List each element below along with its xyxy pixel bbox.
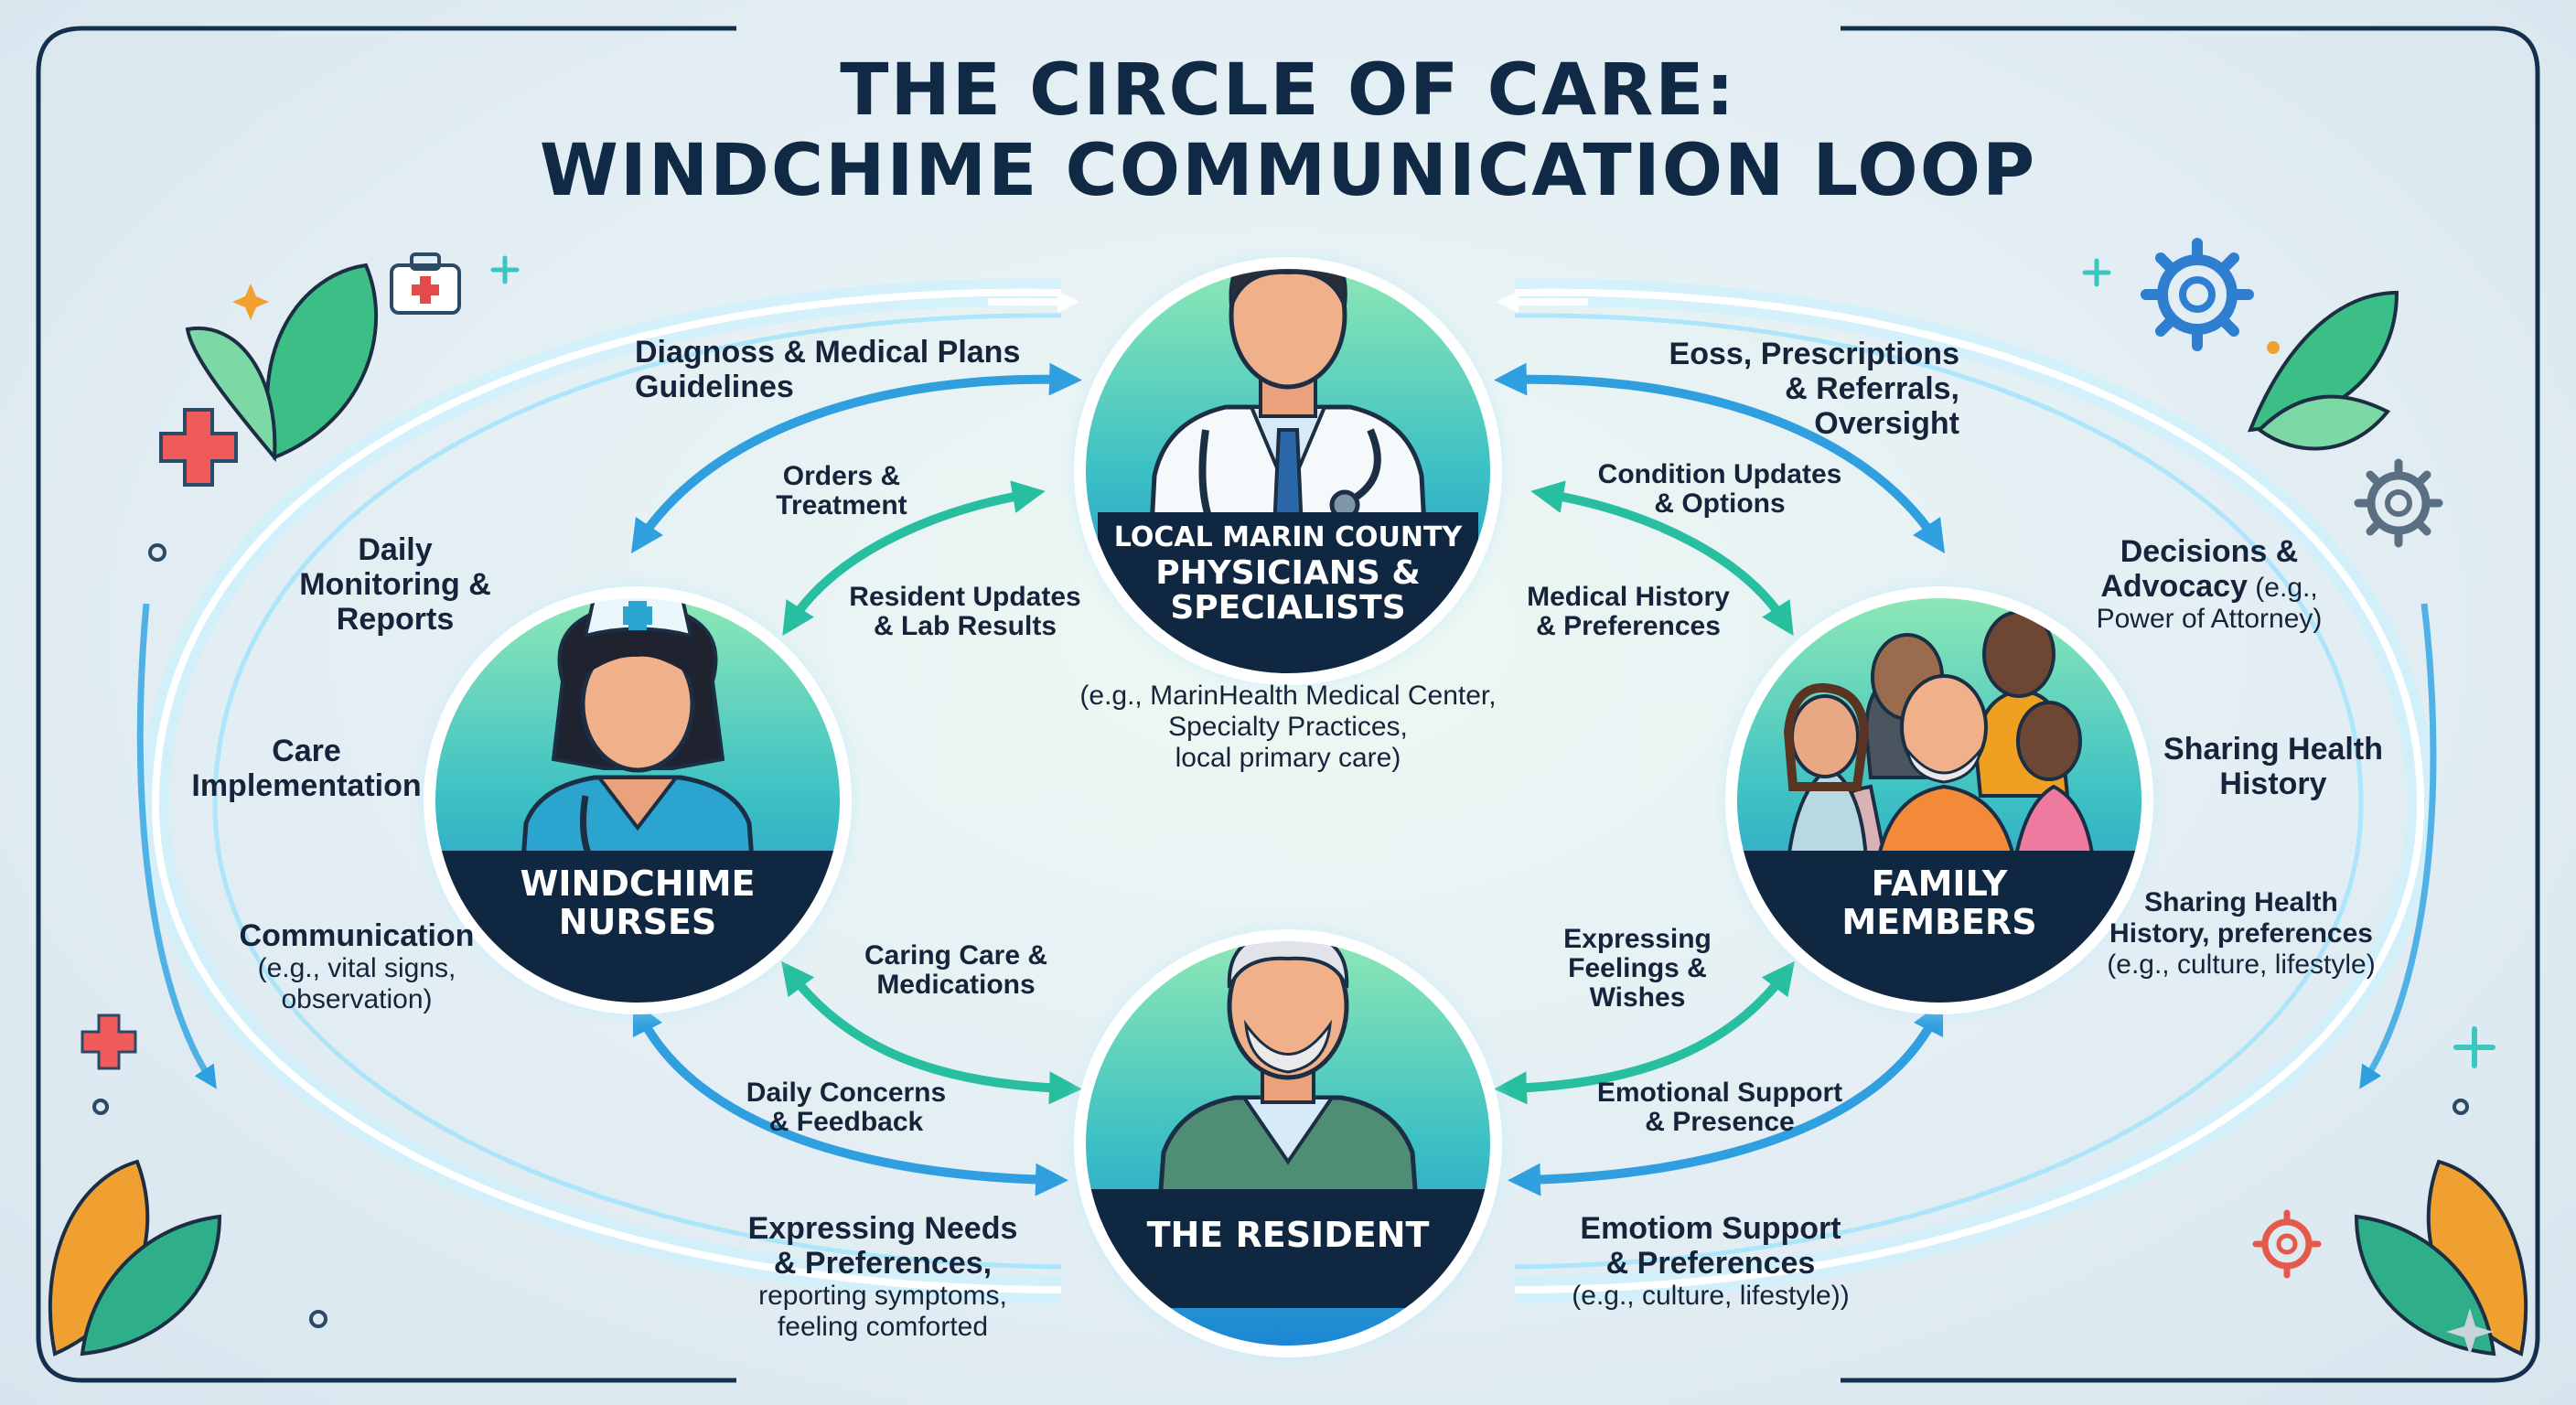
label-resident-updates-line1: Resident Updates (849, 582, 1081, 612)
label-daily-line3: Reports (336, 602, 455, 637)
label-emotiom-line1: Emotiom Support (1580, 1211, 1841, 1246)
arrow-physicians-nurses-outer (631, 362, 1082, 553)
label-eoss-line3: Oversight (1814, 406, 1959, 441)
label-decisions-line1: Decisions & (2120, 534, 2299, 569)
medical-cross-icon (159, 408, 238, 487)
label-condition-line2: & Options (1654, 488, 1786, 519)
label-needs-line4: feeling comforted (777, 1312, 989, 1342)
label-communication: Communication (239, 918, 475, 953)
label-needs-line1: Expressing Needs (747, 1211, 1018, 1246)
gear-icon (2141, 238, 2254, 351)
resident-node (1061, 917, 1515, 1370)
label-emotional-line2: & Presence (1645, 1107, 1795, 1137)
label-communication-sub-line1: (e.g., vital signs, (257, 953, 456, 983)
label-sharing-pref-line3: (e.g., culture, lifestyle) (2107, 949, 2376, 980)
label-resident-updates-line2: & Lab Results (873, 611, 1057, 641)
label-concerns-line2: & Feedback (768, 1107, 924, 1137)
nurse-illustration (433, 595, 843, 1005)
page-title-line1: THE CIRCLE OF CARE: (840, 49, 1736, 132)
resident-illustration (1089, 938, 1487, 1308)
label-diagnoss-line2: Guidelines (635, 370, 794, 404)
label-needs-line3: reporting symptoms, (758, 1281, 1007, 1311)
family-name-line1: FAMILY (1871, 863, 2008, 904)
physicians-name-line3: SPECIALISTS (1170, 589, 1406, 627)
label-concerns-line1: Daily Concerns (746, 1078, 947, 1108)
label-sharing-line1: Sharing Health (2163, 732, 2383, 767)
nurses-name-line1: WINDCHIME (520, 863, 756, 904)
label-emotional-line1: Emotional Support (1596, 1078, 1843, 1108)
label-emotiom-line2: & Preferences (1605, 1246, 1816, 1281)
care-loop-ring (136, 278, 2437, 1303)
label-care-impl-line1: Care (272, 734, 341, 768)
label-daily-line1: Daily (358, 532, 433, 567)
label-caring-line2: Medications (876, 970, 1036, 1000)
label-eoss-line1: Eoss, Prescriptions (1669, 337, 1959, 371)
label-sharing-pref-line2: History, preferences (2109, 918, 2373, 949)
label-care-impl-line2: Implementation (191, 768, 422, 803)
nurses-node (411, 574, 864, 1027)
label-sharing-pref-line1: Sharing Health (2144, 887, 2338, 917)
label-history-line1: Medical History (1527, 582, 1730, 612)
physicians-name-line1: LOCAL MARIN COUNTY (1113, 521, 1463, 553)
physicians-examples-line3: local primary care) (1175, 743, 1401, 773)
label-condition-line1: Condition Updates (1597, 459, 1842, 489)
gear-icon (2354, 458, 2443, 548)
page-title-line2: WINDCHIME COMMUNICATION LOOP (539, 130, 2037, 212)
label-diagnoss-line1: Diagnoss & Medical Plans (635, 335, 1021, 370)
gear-icon (2252, 1209, 2322, 1279)
first-aid-kit-icon (390, 252, 461, 315)
label-sharing-line2: History (2219, 767, 2327, 801)
label-caring-line1: Caring Care & (864, 940, 1048, 971)
physicians-examples-line2: Specialty Practices, (1168, 712, 1408, 742)
medical-cross-icon (80, 1014, 137, 1070)
family-name-line2: MEMBERS (1841, 902, 2037, 942)
nurses-name-line2: NURSES (558, 902, 717, 942)
label-decisions-line2-wrap: Advocacy (e.g., (2058, 569, 2360, 604)
arrow-physicians-family-inner (1530, 480, 1794, 637)
label-history-line2: & Preferences (1536, 611, 1721, 641)
label-daily-line2: Monitoring & (299, 567, 491, 602)
label-communication-sub-line2: observation) (281, 984, 433, 1014)
physicians-node (1061, 244, 1515, 698)
label-orders-line1: Orders & (782, 461, 901, 491)
label-needs-line2: & Preferences, (773, 1246, 993, 1281)
sparkle-icon (92, 255, 2496, 1356)
label-decisions-line3: Power of Attorney) (2096, 604, 2323, 634)
label-expressing-feelings-line1: Expressing (1563, 924, 1712, 954)
label-expressing-feelings-line3: Wishes (1589, 982, 1686, 1013)
leaf-icon (48, 263, 2528, 1357)
label-eoss-line2: & Referrals, (1785, 371, 1959, 406)
label-decisions-line2b: (e.g., (2247, 573, 2318, 603)
label-emotiom-line3: (e.g., culture, lifestyle)) (1572, 1281, 1850, 1311)
label-orders-line2: Treatment (776, 490, 907, 520)
physicians-name-line2: PHYSICIANS & (1155, 554, 1421, 592)
connection-arrows (631, 362, 1945, 1196)
arrow-physicians-family-outer (1494, 362, 1945, 553)
label-expressing-feelings-line2: Feelings & (1568, 953, 1707, 983)
family-node (1712, 574, 2166, 1027)
resident-name: THE RESIDENT (1146, 1215, 1430, 1255)
arrow-nurses-resident-outer (632, 1000, 1068, 1196)
arrow-family-resident-outer (1508, 1000, 1944, 1196)
outer-frame (36, 26, 2540, 1383)
physicians-examples-line1: (e.g., MarinHealth Medical Center, (1079, 681, 1497, 711)
label-decisions-line2: Advocacy (2100, 569, 2248, 604)
arrow-physicians-nurses-inner (782, 480, 1046, 637)
